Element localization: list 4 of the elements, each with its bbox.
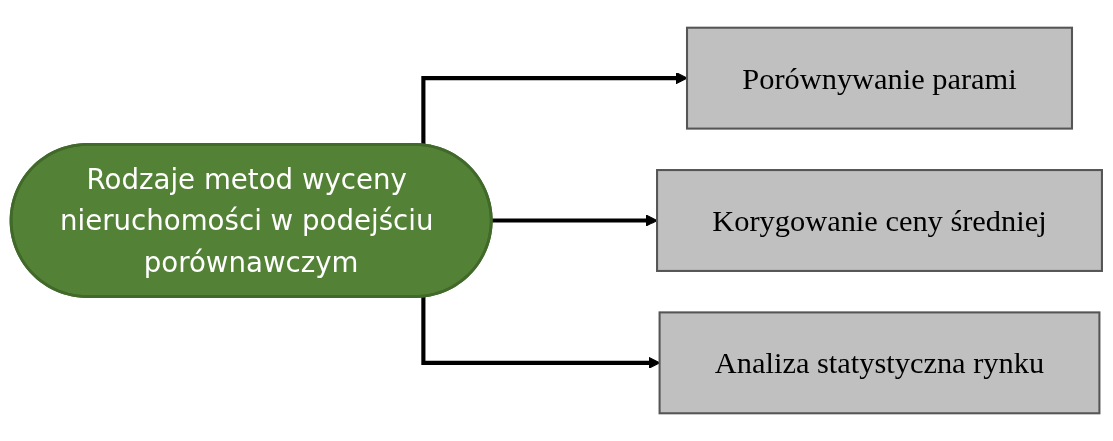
node-box: Porównywanie parami (686, 26, 1073, 130)
node-box: Analiza statystyczna rynku (658, 311, 1101, 415)
node-box: Korygowanie ceny średniej (656, 169, 1103, 272)
arrow (421, 72, 688, 146)
